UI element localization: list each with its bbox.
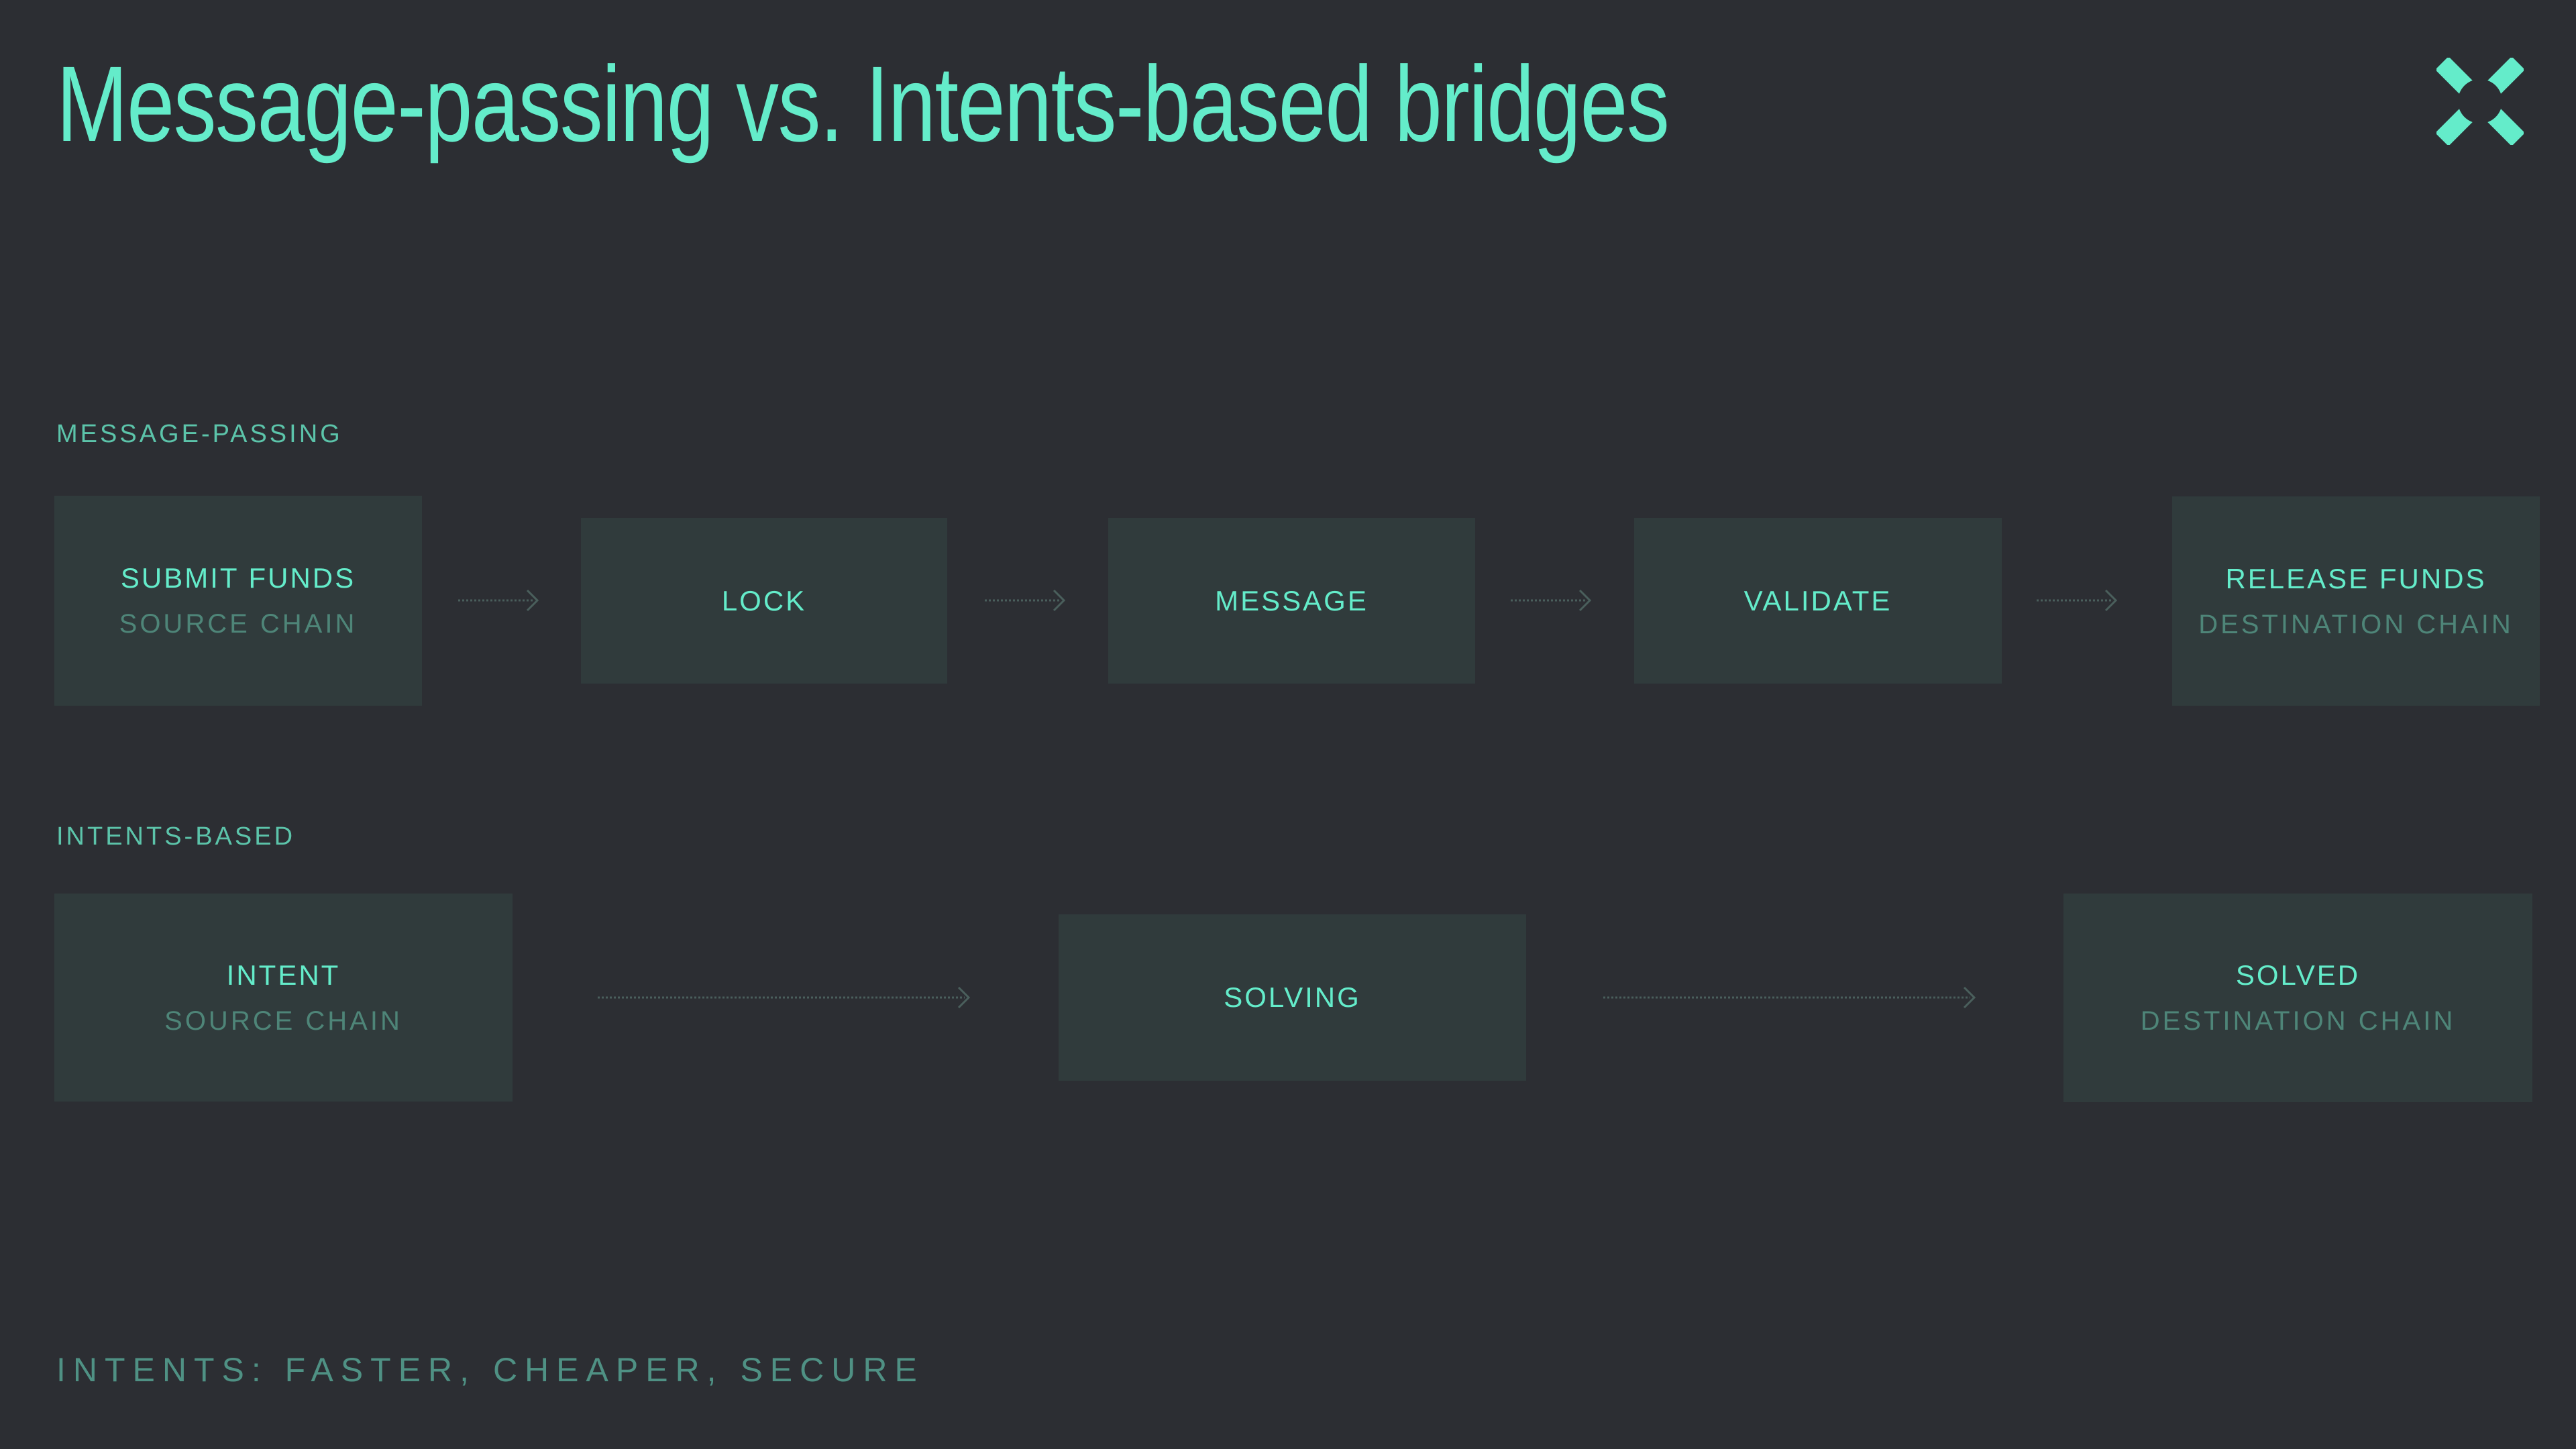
footer-tagline: INTENTS: FASTER, CHEAPER, SECURE [56, 1351, 924, 1389]
page-title: Message-passing vs. Intents-based bridge… [56, 44, 1670, 164]
node-intent: INTENT SOURCE CHAIN [54, 894, 513, 1102]
node-title: VALIDATE [1743, 584, 1892, 616]
node-title: MESSAGE [1215, 584, 1368, 616]
node-subtitle: SOURCE CHAIN [119, 609, 358, 639]
x-mark-logo-icon [2436, 58, 2524, 145]
node-subtitle: SOURCE CHAIN [164, 1006, 402, 1036]
node-message: MESSAGE [1108, 518, 1475, 684]
node-title: INTENT [226, 959, 341, 991]
node-title: SUBMIT FUNDS [120, 562, 356, 594]
arrow-right-icon [458, 589, 539, 612]
arrow-right-icon [2037, 589, 2118, 612]
node-lock: LOCK [581, 518, 947, 684]
arrow-right-icon [1603, 986, 1976, 1009]
node-title: SOLVED [2235, 959, 2361, 991]
node-submit-funds: SUBMIT FUNDS SOURCE CHAIN [54, 496, 422, 706]
node-title: RELEASE FUNDS [2225, 562, 2487, 594]
node-solved: SOLVED DESTINATION CHAIN [2063, 894, 2532, 1102]
arrow-right-icon [985, 589, 1066, 612]
node-subtitle: DESTINATION CHAIN [2140, 1006, 2456, 1036]
section-label-intents-based: INTENTS-BASED [56, 822, 296, 851]
node-title: LOCK [721, 584, 807, 616]
arrow-right-icon [1511, 589, 1592, 612]
node-solving: SOLVING [1059, 914, 1526, 1081]
node-validate: VALIDATE [1634, 518, 2002, 684]
node-release-funds: RELEASE FUNDS DESTINATION CHAIN [2172, 496, 2540, 706]
node-subtitle: DESTINATION CHAIN [2198, 609, 2514, 639]
node-title: SOLVING [1224, 981, 1361, 1013]
section-label-message-passing: MESSAGE-PASSING [56, 420, 343, 448]
arrow-right-icon [598, 986, 971, 1009]
